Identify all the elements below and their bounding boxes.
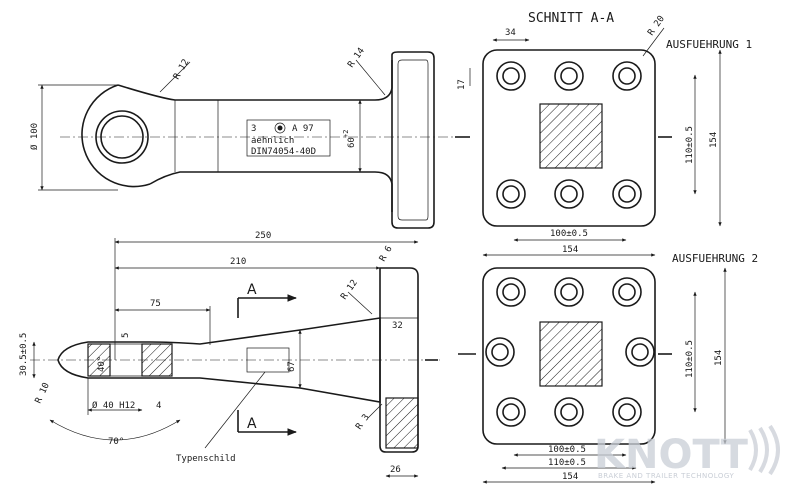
bolt-hole — [612, 397, 642, 427]
dim-67: 67 — [287, 361, 297, 372]
bolt-hole — [554, 397, 584, 427]
bolt-hole — [618, 283, 636, 301]
bolt-hole — [554, 179, 584, 209]
bolt-hole — [496, 179, 526, 209]
dim-154-1: 154 — [709, 132, 719, 148]
bolt-hole — [612, 277, 642, 307]
dim-30: 30.5±0.5 — [19, 333, 29, 376]
stamp-box: 3 A 97 aehnlich DIN74054-40D — [246, 119, 331, 157]
bolt-hole — [618, 67, 636, 85]
top-view: Ø 100 R 12 R 14 60 +2 3 A 97 aehnlich DI… — [29, 46, 470, 229]
dim-17: 17 — [457, 79, 467, 90]
dim-250: 250 — [255, 231, 271, 241]
section-marker-bottom: A — [247, 416, 257, 432]
dim-154-w1: 154 — [562, 245, 578, 255]
variant-1-label: AUSFUEHRUNG 1 — [666, 38, 752, 51]
bolt-hole — [612, 61, 642, 91]
dim-r6: R 6 — [378, 244, 395, 263]
dim-34: 34 — [505, 28, 516, 38]
dim-110-1: 110±0.5 — [685, 126, 695, 164]
bolt-hole — [560, 67, 578, 85]
section-marker-top: A — [247, 282, 257, 298]
dim-r3: R 3 — [354, 413, 372, 432]
dim-26: 26 — [390, 465, 401, 475]
bolt-hole — [496, 397, 526, 427]
bolt-hole — [618, 185, 636, 203]
bolt-hole — [491, 343, 509, 361]
dim-100-2: 100±0.5 — [548, 445, 586, 455]
dim-40deg: 40° — [97, 356, 107, 372]
svg-text:DIN74054-40D: DIN74054-40D — [251, 147, 316, 157]
bolt-hole — [502, 283, 520, 301]
dim-r20: R 20 — [646, 14, 667, 38]
dim-110-w2: 110±0.5 — [548, 458, 586, 468]
bolt-hole — [502, 67, 520, 85]
svg-text:3: 3 — [251, 124, 256, 134]
dim-210: 210 — [230, 257, 246, 267]
dim-5: 5 — [121, 333, 131, 338]
dim-r10: R 10 — [34, 381, 52, 405]
bolt-hole — [554, 277, 584, 307]
typenschild-label: Typenschild — [176, 454, 236, 464]
dim-110-2: 110±0.5 — [685, 340, 695, 378]
svg-text:aehnlich: aehnlich — [251, 136, 294, 146]
dim-70deg: 70° — [108, 437, 124, 447]
bolt-hole — [560, 403, 578, 421]
dim-154-w2: 154 — [562, 472, 578, 482]
bolt-hole — [496, 277, 526, 307]
section-view-1: SCHNITT A-A AUSFUEHRUNG 1 34 17 R 20 110… — [457, 11, 752, 257]
bolt-holes-1 — [496, 61, 642, 209]
bolt-hole — [618, 403, 636, 421]
dim-154-2: 154 — [714, 350, 724, 366]
bolt-hole — [485, 337, 515, 367]
section-title: SCHNITT A-A — [528, 11, 614, 26]
dim-r12-top: R 12 — [172, 58, 192, 82]
svg-text:A 97: A 97 — [292, 124, 314, 134]
knott-logo: KNOTT BRAKE AND TRAILER TECHNOLOGY — [594, 424, 780, 480]
dim-60-tol: +2 — [342, 130, 350, 138]
bolt-hole — [560, 185, 578, 203]
bolt-hole — [631, 343, 649, 361]
bolt-hole — [502, 403, 520, 421]
dim-60: 60 — [347, 137, 357, 148]
section-view-2: AUSFUEHRUNG 2 110±0.5 154 100±0.5 110±0.… — [458, 252, 758, 484]
dim-r14: R 14 — [346, 46, 367, 70]
bolt-holes-2 — [485, 277, 655, 427]
bolt-hole — [625, 337, 655, 367]
dim-4: 4 — [156, 401, 161, 411]
dim-75: 75 — [150, 299, 161, 309]
dim-dia40: Ø 40 H12 — [92, 400, 135, 411]
dim-dia100: Ø 100 — [29, 123, 40, 150]
side-view: 250 210 75 5 32 R 6 R 12 R 3 30.5±0.5 40… — [19, 231, 440, 478]
bolt-hole — [612, 179, 642, 209]
bolt-hole — [502, 185, 520, 203]
bolt-hole — [560, 283, 578, 301]
bolt-hole — [496, 61, 526, 91]
variant-2-label: AUSFUEHRUNG 2 — [672, 252, 758, 265]
bolt-hole — [554, 61, 584, 91]
svg-text:BRAKE AND TRAILER TECHNOLOGY: BRAKE AND TRAILER TECHNOLOGY — [598, 472, 735, 480]
dim-32: 32 — [392, 321, 403, 331]
dim-r12-side: R 12 — [339, 278, 360, 302]
dim-100-1: 100±0.5 — [550, 229, 588, 239]
svg-text:KNOTT: KNOTT — [594, 432, 749, 478]
